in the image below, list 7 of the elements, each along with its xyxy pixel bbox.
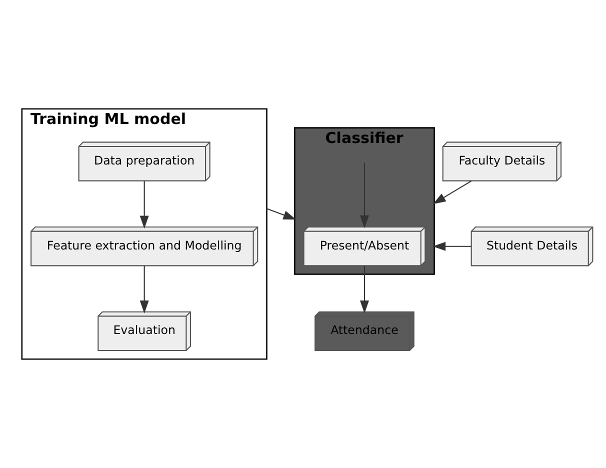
arrow — [432, 242, 472, 251]
arrow — [140, 266, 149, 314]
arrow — [140, 180, 149, 229]
arrow — [360, 266, 369, 314]
arrow — [266, 208, 296, 220]
arrow — [432, 180, 472, 204]
arrow — [360, 162, 369, 228]
